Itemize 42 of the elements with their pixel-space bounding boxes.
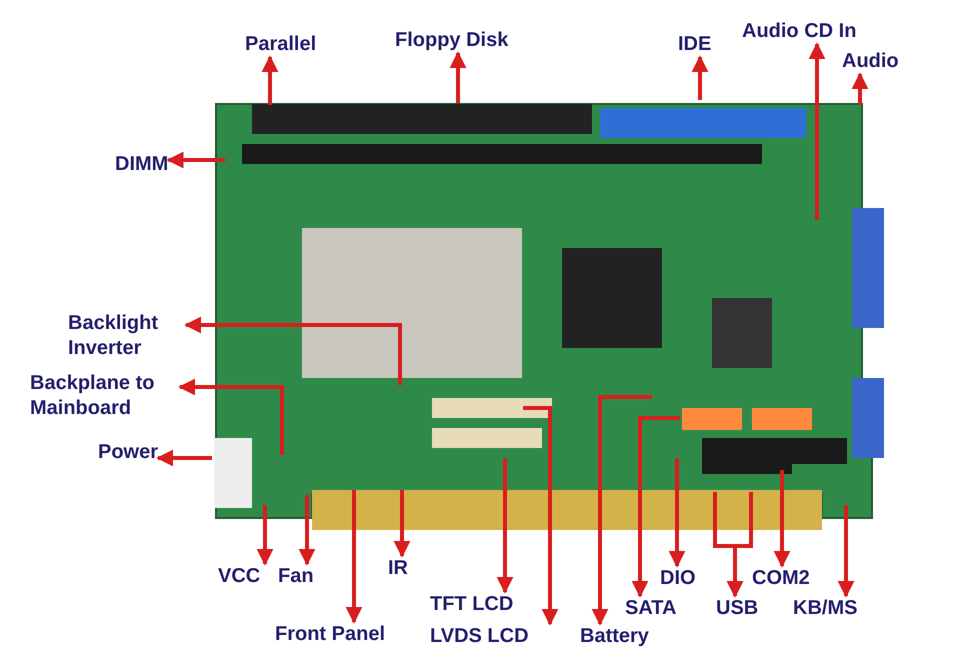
callout-label: Fan [278,564,314,589]
callout-label: TFT LCD [430,592,514,617]
arrow [592,395,652,626]
callout-label: Front Panel [275,622,386,647]
arrow [774,470,790,568]
callout-label: IDE [678,32,712,57]
arrow [184,316,402,385]
callout-label: Parallel [245,32,316,57]
callout-label: IR [388,556,408,581]
callout-label: DIO [660,566,696,591]
callout-label: Power [98,440,158,465]
callout-label: Audio CD In [742,19,856,44]
arrow [256,505,274,566]
arrow [838,505,854,598]
callout-label: Floppy Disk [395,28,508,53]
callout-label: USB [716,596,758,621]
arrow [523,406,558,626]
callout-label: DIMM [115,152,168,177]
arrow [298,495,316,566]
arrow [496,458,514,594]
callout-label: COM2 [752,566,810,591]
callout-label: SATA [625,596,676,621]
arrow [178,378,284,455]
arrow [262,55,278,105]
callout-label: Audio [842,49,899,74]
callout-label: Backplane to Mainboard [30,371,180,421]
arrow [852,72,868,105]
arrow [726,492,753,598]
arrow [668,458,686,568]
arrow [394,490,410,558]
arrow [156,450,212,466]
arrow [692,55,708,100]
arrow [166,152,225,168]
arrow [632,416,680,598]
arrow [808,42,826,220]
callout-label: Battery [580,624,649,649]
arrow [450,51,466,103]
callout-label: VCC [218,564,260,589]
arrow [346,490,362,624]
callout-label: KB/MS [793,596,858,621]
callout-label: LVDS LCD [430,624,529,649]
callout-label: Backlight Inverter [68,311,186,361]
